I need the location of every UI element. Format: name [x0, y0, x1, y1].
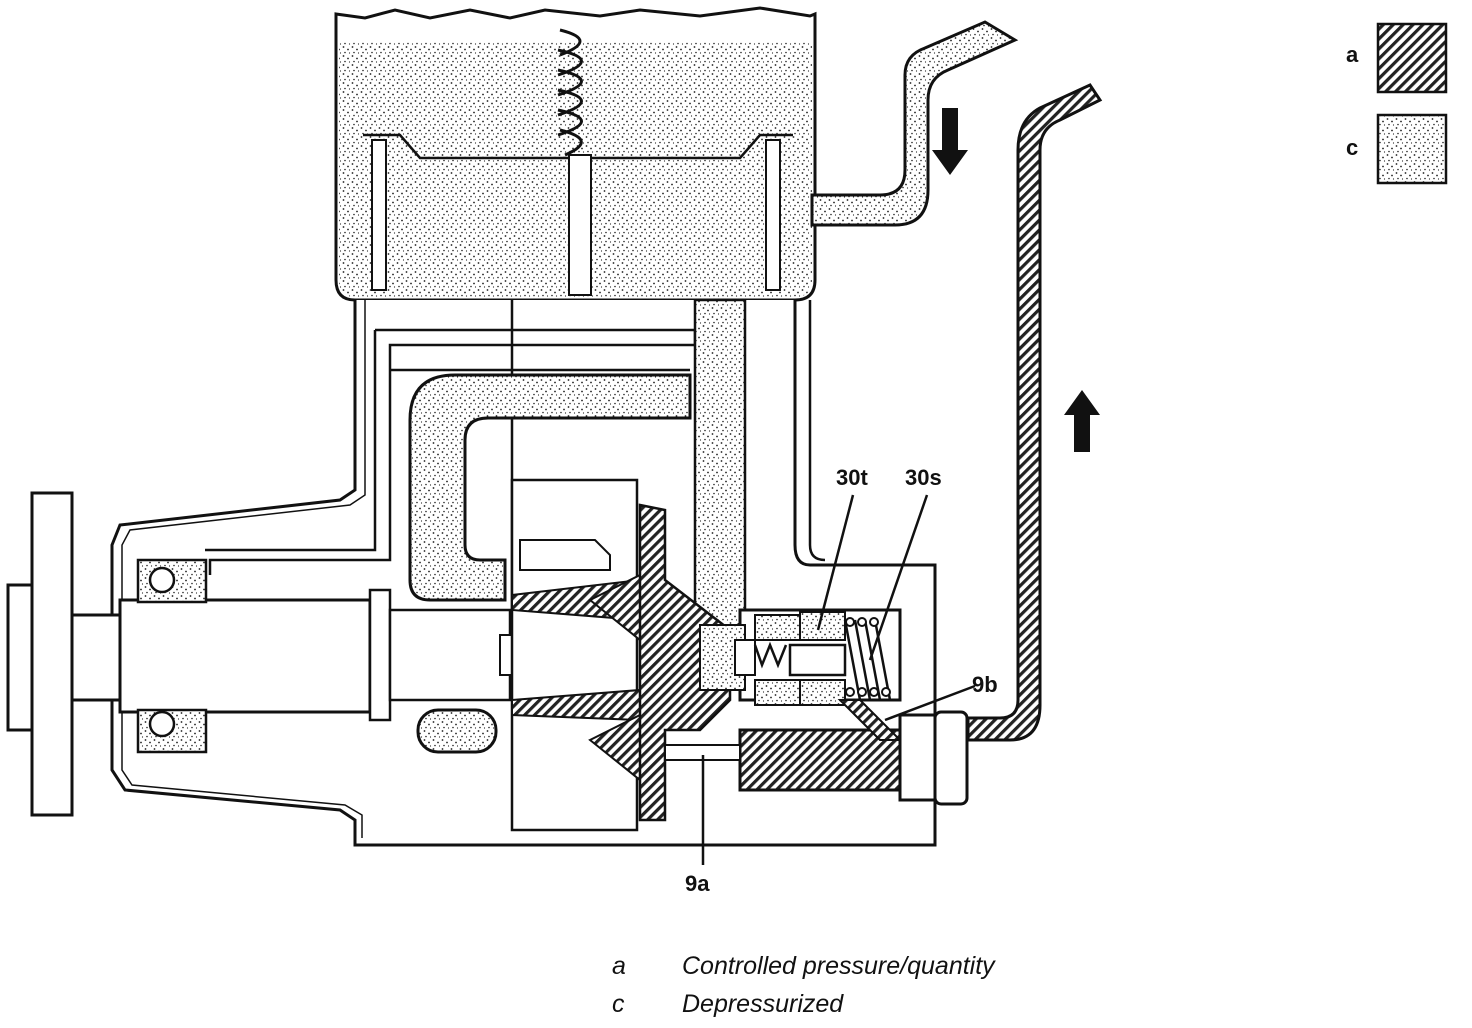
supply-channel — [693, 298, 747, 632]
pressure-line — [966, 83, 1103, 742]
return-line — [810, 20, 1019, 227]
pump-rotor — [510, 478, 732, 832]
lower-oil-pocket — [416, 708, 498, 754]
legend-key-a: a — [1346, 42, 1359, 67]
legend-key-c: c — [1346, 135, 1358, 160]
caption-text-a: Controlled pressure/quantity — [682, 952, 995, 980]
label-30t: 30t — [836, 465, 868, 490]
suction-channel — [408, 373, 692, 602]
label-9a: 9a — [685, 871, 710, 896]
flow-arrow-down-icon — [932, 108, 968, 175]
legend-swatch-hatched — [1376, 22, 1448, 94]
reservoir — [334, 6, 817, 302]
caption-key-c: c — [612, 990, 625, 1018]
legend: a c — [1346, 22, 1448, 185]
label-9b: 9b — [972, 672, 998, 697]
leader-lines — [701, 494, 976, 865]
drive-shaft — [118, 558, 521, 754]
drive-pulley — [6, 491, 124, 817]
caption-row-a: a Controlled pressure/quantity — [612, 952, 995, 981]
flow-arrow-up-icon — [1064, 390, 1100, 452]
housing-right-wall — [808, 300, 826, 562]
caption-row-c: c Depressurized — [612, 990, 843, 1019]
caption-key-a: a — [612, 952, 626, 980]
outlet-fitting — [664, 699, 969, 806]
legend-swatch-stippled — [1376, 113, 1448, 185]
flow-control-valve — [699, 608, 902, 706]
caption-text-c: Depressurized — [682, 990, 844, 1018]
reservoir-spring — [557, 28, 583, 157]
label-30s: 30s — [905, 465, 942, 490]
